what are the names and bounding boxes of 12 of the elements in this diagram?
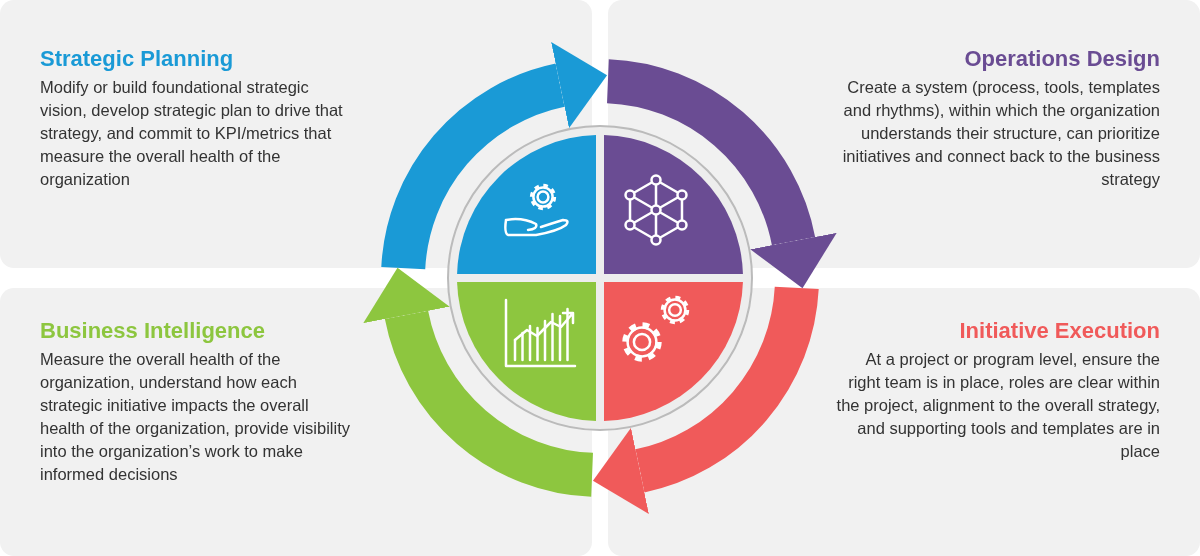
cycle-arrow — [593, 285, 819, 514]
cycle-arrow — [363, 268, 595, 497]
section-description: At a project or program level, ensure the right team is in place, roles are clear within the project, alignment to the overall strategy, and supporting tools and templates are in place — [835, 349, 1160, 462]
section-description: Measure the overall health of the organization, understand how each strategic initiative impacts the overall health of the organization, provide visibility into the organization’s work to make informed decisions — [40, 349, 351, 485]
section-heading: Initiative Execution — [958, 318, 1160, 344]
section-heading: Business Intelligence — [40, 318, 266, 344]
section-heading: Operations Design — [963, 46, 1160, 72]
section-description: Modify or build foundational strategic vision, develop strategic plan to drive that strategy, and commit to KPI/metrics that measure the overall health of the organization — [40, 77, 344, 190]
section-heading: Strategic Planning — [40, 46, 235, 72]
section-description: Create a system (process, tools, templates and rhythms), within which the organization understands their structure, can prioritize initiatives and connect back to the business strategy — [841, 77, 1160, 190]
cycle-arrow — [381, 42, 607, 271]
cycle-arrow — [605, 59, 837, 288]
